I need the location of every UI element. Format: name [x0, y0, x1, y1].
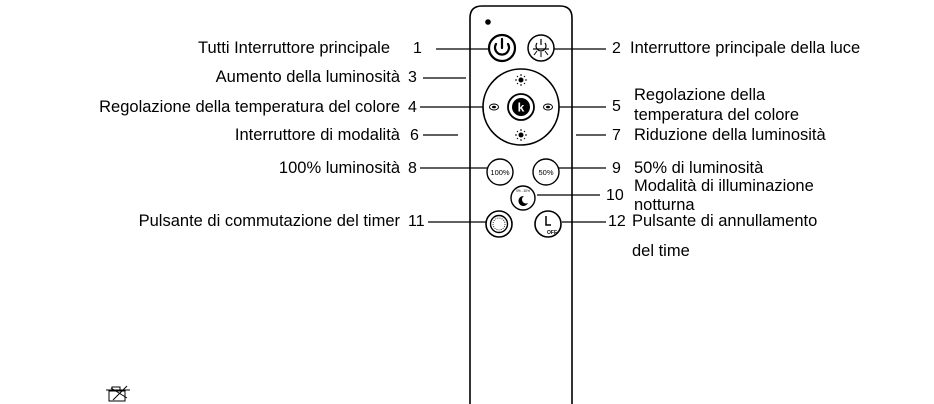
label-8-text: 100% luminosità	[278, 159, 400, 177]
ir-led	[485, 19, 491, 25]
label-1-number: 1	[413, 40, 422, 57]
control-ring: k	[482, 68, 560, 146]
label-12-text-line2: del time	[632, 242, 690, 260]
label-5-text-line1: Regolazione della	[634, 86, 766, 104]
label-7-text: Riduzione della luminosità	[634, 126, 826, 144]
label-12-text-line1: Pulsante di annullamento	[632, 212, 818, 230]
svg-text:k: k	[518, 101, 525, 115]
light-power-button[interactable]	[527, 34, 555, 62]
label-10-text-line2: notturna	[634, 196, 695, 214]
label-2-text: Interruttore principale della luce	[630, 39, 861, 57]
moon-icon	[518, 195, 528, 206]
label-10-number: 10	[606, 187, 624, 204]
svg-text:0% - 30%: 0% - 30%	[516, 189, 530, 193]
label-2-number: 2	[612, 40, 621, 57]
color-temp-right-icon[interactable]	[543, 103, 553, 111]
label-4-text: Regolazione della temperatura del colore	[99, 98, 400, 116]
label-3-number: 3	[408, 69, 417, 86]
label-7-number: 7	[612, 127, 621, 144]
timer-button[interactable]	[485, 210, 513, 238]
label-4-number: 4	[408, 99, 417, 116]
label-10-text-line1: Modalità di illuminazione	[634, 177, 814, 195]
label-5-number: 5	[612, 98, 621, 115]
label-9-text: 50% di luminosità	[634, 159, 764, 177]
label-1-text: Tutti Interruttore principale	[198, 39, 390, 57]
label-12-number: 12	[608, 213, 626, 230]
label-11-number: 11	[408, 213, 425, 230]
label-6-number: 6	[410, 127, 419, 144]
power-button[interactable]	[487, 33, 517, 63]
mode-k-button[interactable]: k	[507, 93, 535, 121]
label-6-text: Interruttore di modalità	[234, 126, 400, 144]
brightness-100-button[interactable]: 100%	[486, 158, 514, 186]
svg-text:100%: 100%	[490, 168, 510, 177]
brightness-50-button[interactable]: 50%	[532, 158, 560, 186]
svg-text:OFF: OFF	[547, 230, 557, 236]
color-temp-left-icon[interactable]	[489, 103, 499, 111]
timer-off-button[interactable]: OFF	[534, 210, 562, 238]
night-mode-button[interactable]: 0% - 30%	[510, 185, 536, 211]
disposal-icon	[106, 385, 130, 402]
label-8-number: 8	[408, 160, 417, 177]
brightness-up-icon[interactable]	[515, 74, 527, 86]
label-11-text: Pulsante di commutazione del timer	[138, 212, 400, 230]
label-3-text: Aumento della luminosità	[215, 68, 400, 86]
label-5-text-line2: temperatura del colore	[634, 106, 800, 124]
label-9-number: 9	[612, 160, 621, 177]
brightness-down-icon[interactable]	[515, 129, 527, 141]
svg-text:50%: 50%	[538, 168, 553, 177]
